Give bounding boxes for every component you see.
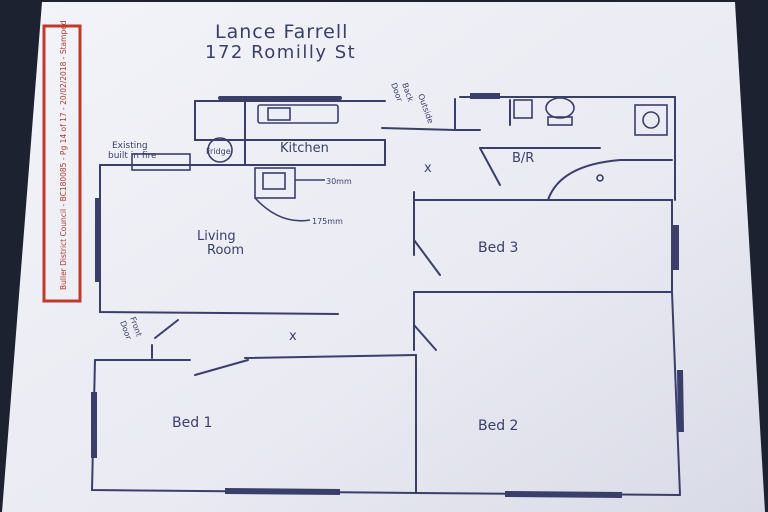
kitchen-wall <box>189 100 386 166</box>
bed2-right-wall <box>671 291 681 496</box>
bathroom-label: B/R <box>512 151 534 166</box>
bed2-side-window <box>677 369 684 433</box>
toilet-cistern-icon <box>547 116 573 126</box>
room-labels: Kitchen Living Room B/R Bed 3 Bed 1 Bed … <box>172 141 534 434</box>
bed2-label: Bed 2 <box>478 418 518 434</box>
dimension-175mm: 175mm <box>312 217 343 226</box>
bed3-label: Bed 3 <box>478 240 518 256</box>
owner-name: Lance Farrell <box>215 21 348 43</box>
back-door-line <box>381 127 456 131</box>
burner-clearance-arc <box>254 197 311 222</box>
smoke-alarm-mark-2: x <box>289 329 297 344</box>
fire-label-1: Existing <box>112 141 148 151</box>
fridge-icon <box>207 137 233 163</box>
dimension-30mm: 30mm <box>326 177 352 186</box>
shower-curve <box>547 159 673 201</box>
windows <box>91 93 684 498</box>
stamp-text: Buller District Council - BC180085 - Pg … <box>59 20 68 290</box>
living-room-label-1: Living <box>197 229 236 244</box>
toilet-icon <box>545 97 575 119</box>
wood-burner-door-icon <box>262 172 286 190</box>
wood-burner <box>254 167 296 199</box>
bed2-door-swing <box>413 324 437 351</box>
bed1-bottom-window <box>224 488 341 495</box>
bed3-wall <box>413 191 673 293</box>
fire-label-2: built in fire <box>108 151 157 161</box>
laundry-icon <box>634 104 668 136</box>
bed1-door-swing <box>194 359 249 376</box>
laundry-drum-icon <box>642 111 660 129</box>
kitchen-label: Kitchen <box>280 141 329 156</box>
address: 172 Romilly St <box>205 42 356 63</box>
smoke-alarm-mark-1: x <box>424 161 432 176</box>
basin-icon <box>513 99 533 119</box>
bathroom-door-swing <box>479 147 501 186</box>
bed1-label: Bed 1 <box>172 415 212 431</box>
living-room-label-2: Room <box>207 243 244 258</box>
bed3-door-swing <box>413 239 441 276</box>
front-door-swing <box>154 319 179 339</box>
fridge-label: Fridge <box>206 147 231 156</box>
council-stamp: Buller District Council - BC180085 - Pg … <box>42 20 82 303</box>
stove-burner-icon <box>267 107 291 121</box>
bed2-bottom-window <box>504 491 623 498</box>
bed1-top-wall-right <box>244 354 417 359</box>
fixtures <box>131 97 668 222</box>
drain-icon <box>596 174 604 182</box>
stove <box>257 104 339 124</box>
fireplace <box>131 153 191 171</box>
